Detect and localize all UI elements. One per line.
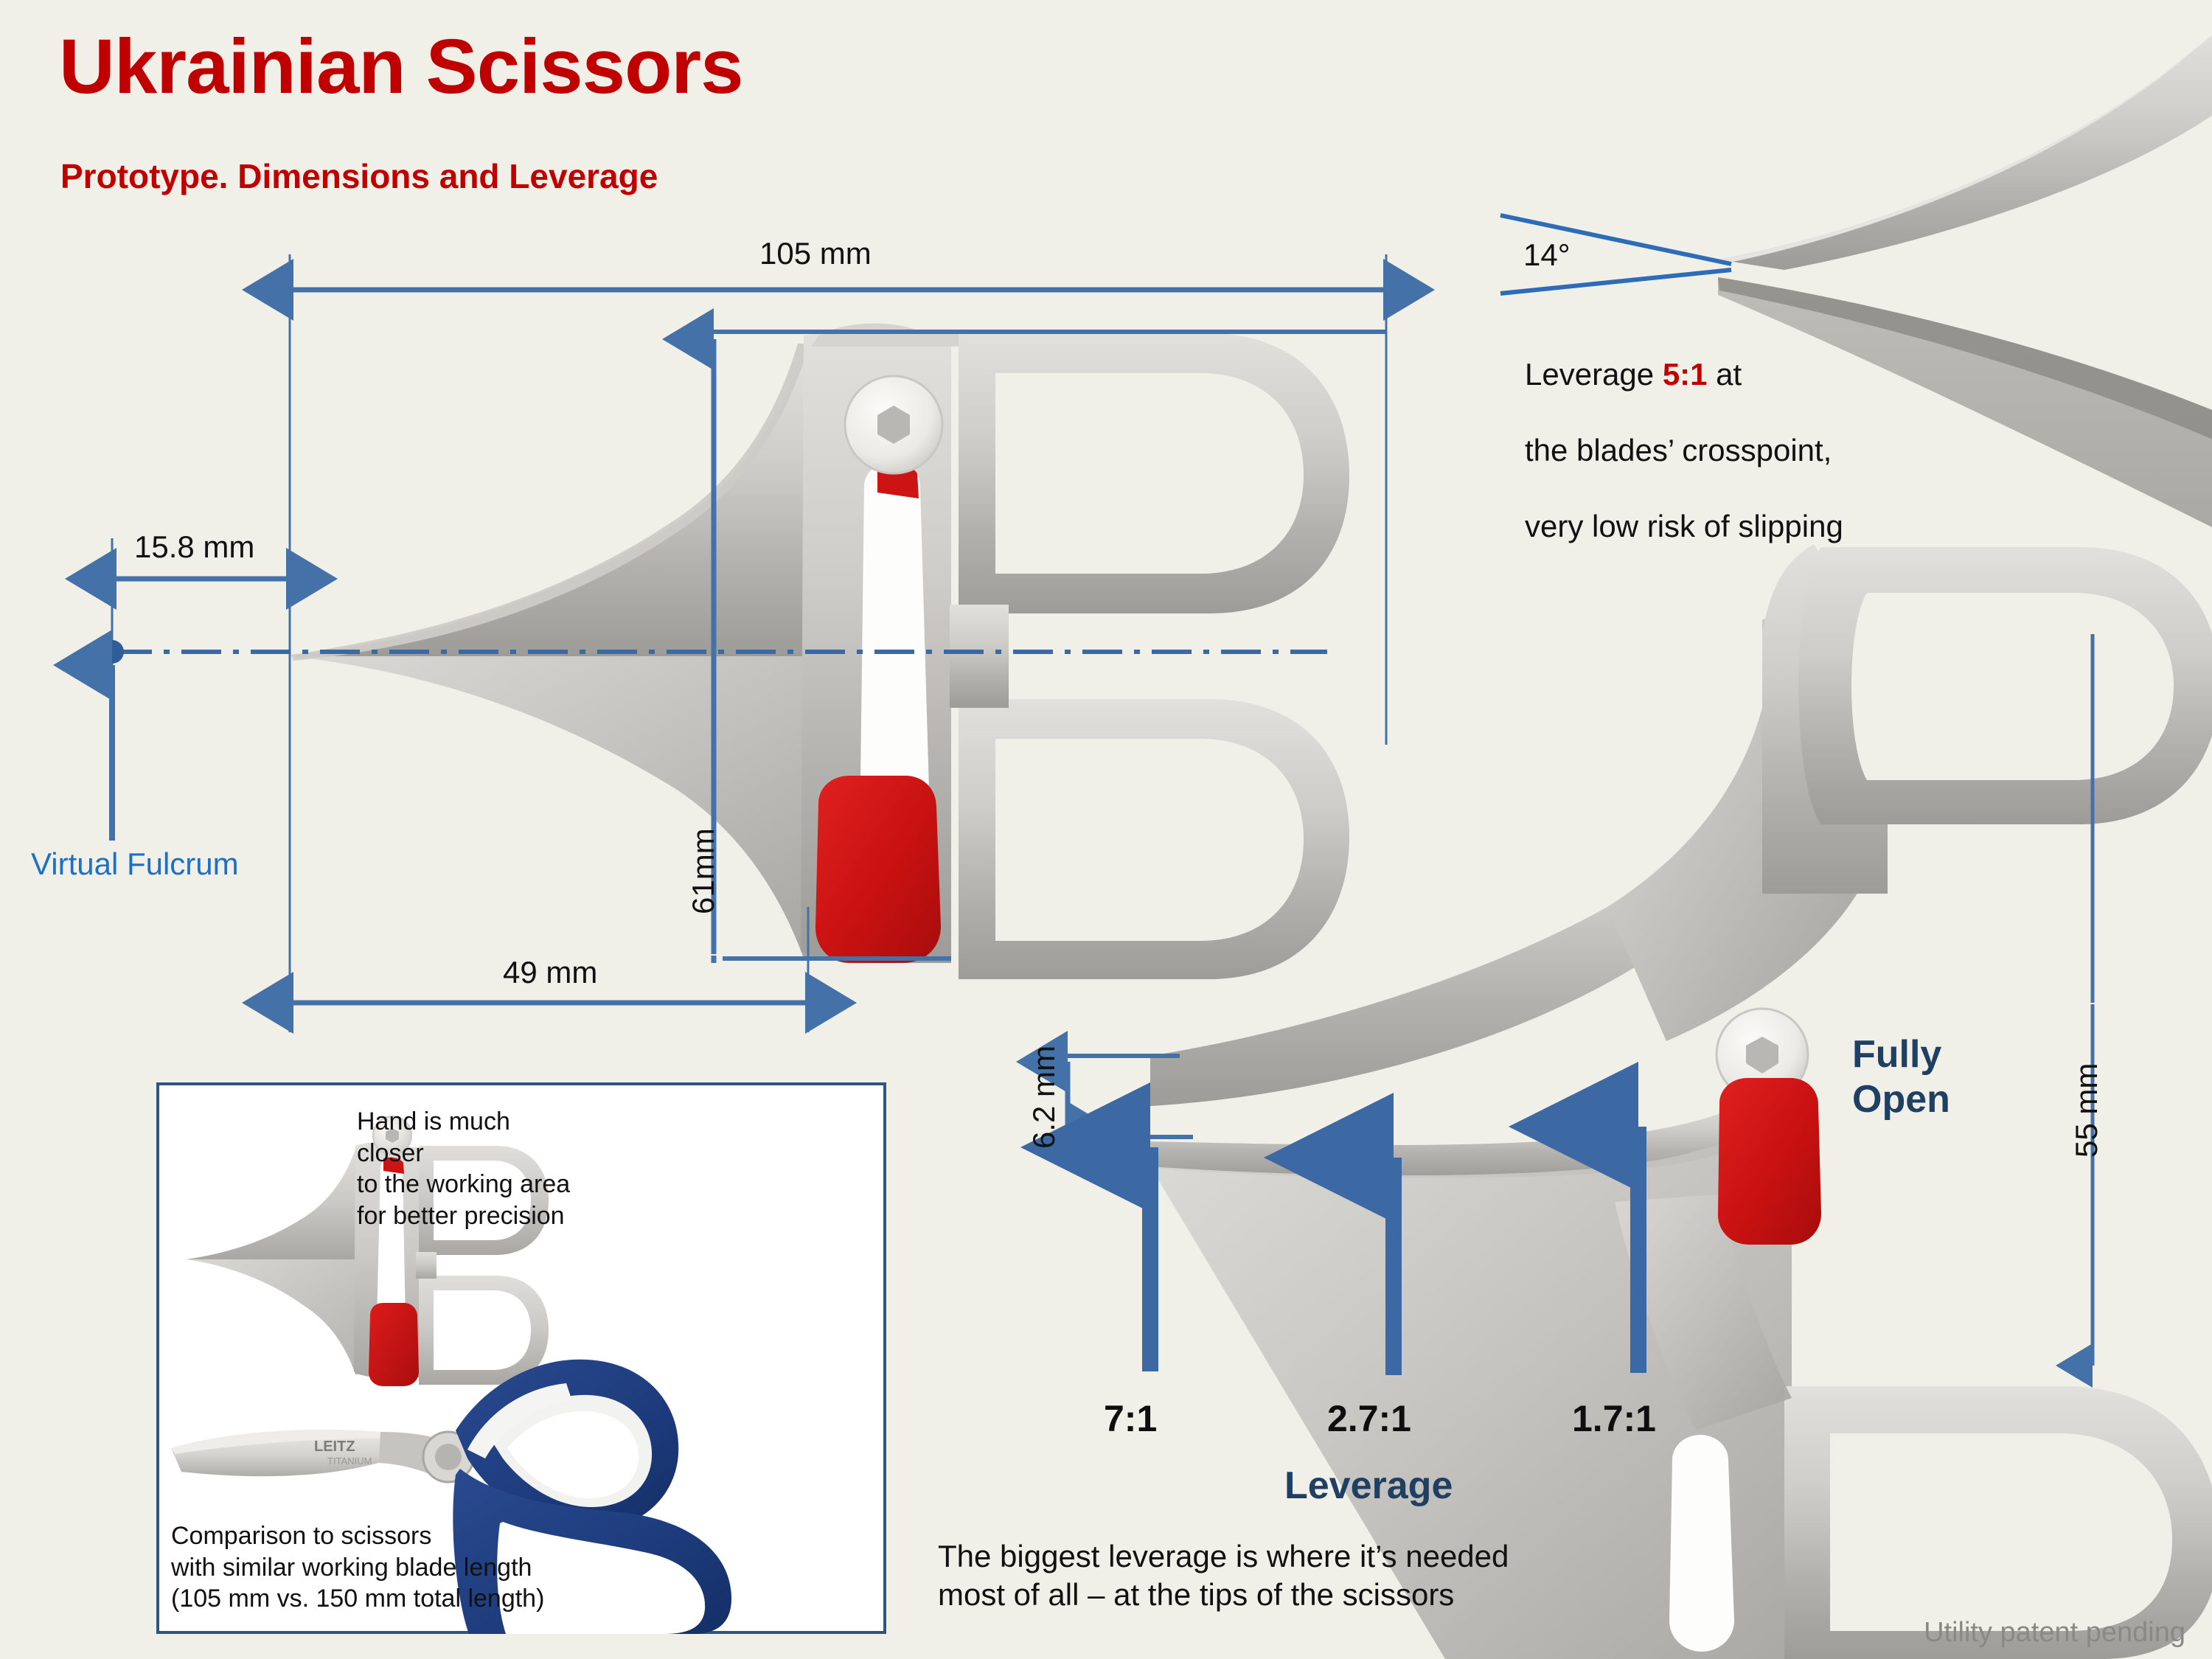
leverage-label-tip: 7:1	[1104, 1398, 1158, 1439]
angle-label-14deg: 14°	[1523, 237, 1571, 272]
dimension-label-6-2mm: 6.2 mm	[1026, 1045, 1061, 1149]
comparison-note-top: Hand is much closer to the working area …	[357, 1107, 571, 1230]
fully-open-label: Fully Open	[1852, 1032, 1950, 1123]
centerline-axis	[100, 640, 1327, 664]
crosspoint-caption-tail: at	[1707, 356, 1742, 392]
leverage-explanation-caption: The biggest leverage is where it’s neede…	[938, 1539, 1509, 1612]
patent-footer: Utility patent pending	[1924, 1617, 2185, 1648]
comparison-note-bottom: Comparison to scissors with similar work…	[171, 1522, 545, 1613]
reference-brand-sub: TITANIUM	[327, 1455, 372, 1467]
leverage-label-near-pivot: 1.7:1	[1572, 1398, 1656, 1439]
page-title: Ukrainian Scissors	[59, 24, 743, 110]
dimension-label-61mm: 61mm	[686, 828, 720, 914]
crosspoint-caption-line2: the blades’ crosspoint,	[1525, 432, 1832, 467]
fully-open-line2: Open	[1852, 1078, 1950, 1121]
dimension-label-15-8mm: 15.8 mm	[134, 529, 255, 564]
comparison-reference-scissors: LEITZ TITANIUM	[171, 1359, 731, 1634]
dimension-label-105mm: 105 mm	[759, 236, 872, 271]
leverage-label-middle: 2.7:1	[1327, 1398, 1411, 1439]
fully-open-line1: Fully	[1852, 1033, 1942, 1076]
comparison-panel: LEITZ TITANIUM Hand is much closer to th…	[156, 1082, 886, 1634]
leverage-arrows	[1020, 1062, 1646, 1375]
dimension-61mm	[662, 308, 1386, 963]
crosspoint-leverage-caption: Leverage 5:1 at the blades’ crosspoint, …	[1525, 317, 1982, 546]
leverage-axis-title: Leverage	[1284, 1464, 1453, 1507]
comparison-artwork: LEITZ TITANIUM	[171, 1116, 731, 1634]
page-subtitle: Prototype. Dimensions and Leverage	[60, 157, 658, 195]
virtual-fulcrum-label: Virtual Fulcrum	[31, 846, 239, 881]
closed-scissors-graphic	[291, 323, 1349, 979]
dimension-105mm	[242, 254, 1435, 1032]
dimension-6-2mm	[1016, 1031, 1193, 1164]
crosspoint-caption-line3: very low risk of slipping	[1525, 509, 1843, 544]
dimension-label-49mm: 49 mm	[503, 955, 598, 990]
crosspoint-caption-highlight: 5:1	[1662, 356, 1708, 392]
comparison-prototype-scissors	[186, 1116, 549, 1386]
dimension-label-55mm: 55 mm	[2069, 1062, 2104, 1158]
crosspoint-caption-lead: Leverage	[1525, 356, 1663, 392]
dimension-15-8mm	[65, 538, 338, 818]
reference-brand-text: LEITZ	[314, 1439, 355, 1455]
